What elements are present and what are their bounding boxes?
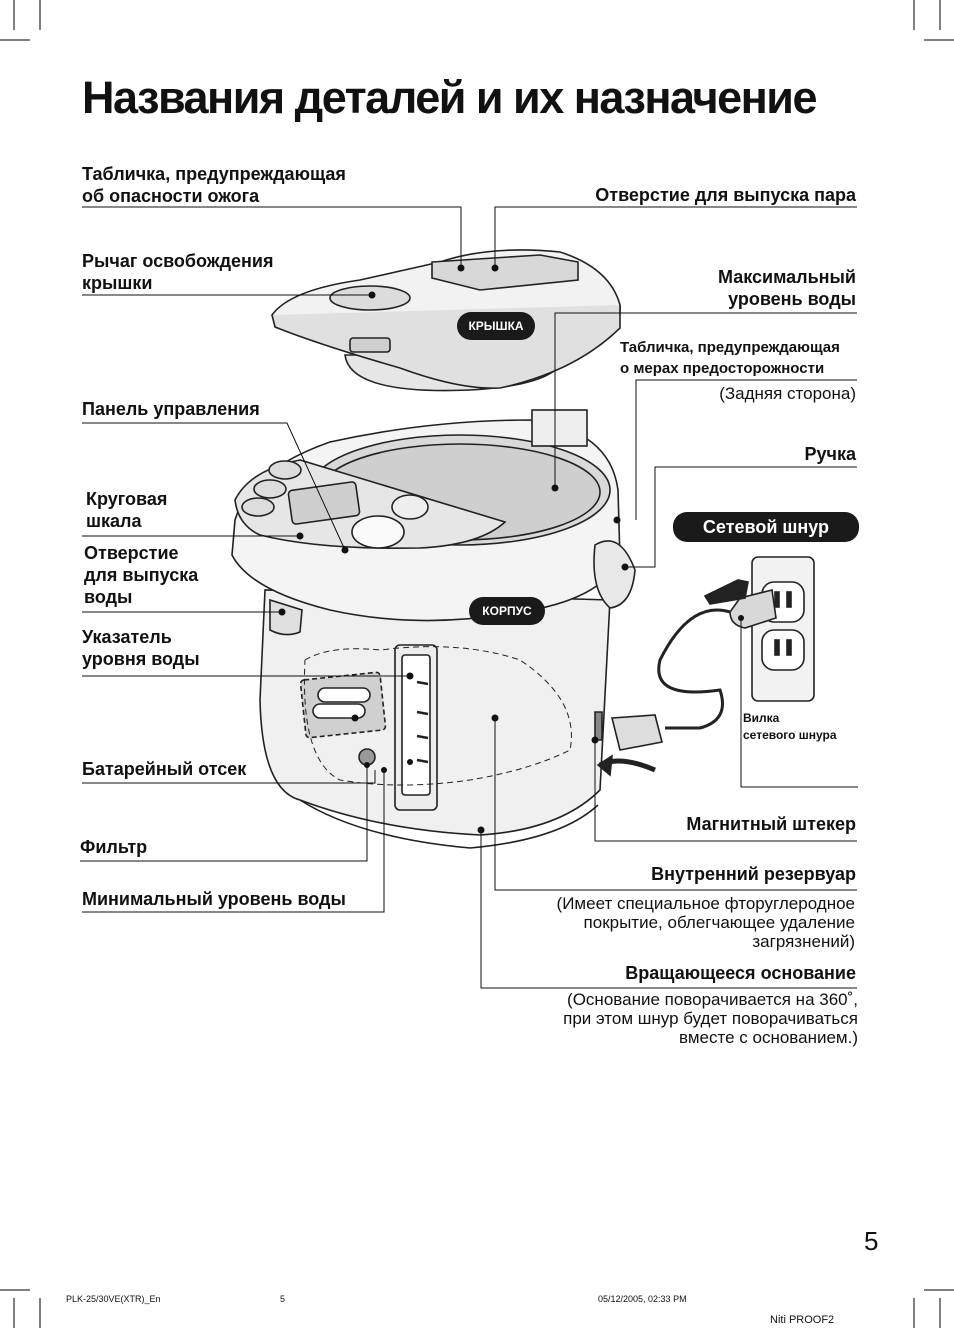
footer-proof: Niti PROOF2 xyxy=(770,1314,835,1326)
leader-dots xyxy=(278,264,744,834)
label-inner-container-note: (Имеет специальное фторуглеродное покрыт… xyxy=(556,894,855,951)
label-handle: Ручка xyxy=(804,444,857,464)
label-inner-container: Внутренний резервуар xyxy=(651,864,856,884)
label-rotating-base: Вращающееся основание xyxy=(625,963,856,983)
socket-drawing xyxy=(596,556,815,777)
leader-lines xyxy=(80,206,858,989)
label-burn-warning-plate: Табличка, предупреждающая об опасности о… xyxy=(82,164,346,206)
lid-badge: КРЫШКА xyxy=(457,312,535,340)
page-title: Названия деталей и их назначение xyxy=(82,72,818,123)
label-battery-compartment: Батарейный отсек xyxy=(82,759,247,779)
label-caution-plate: Табличка, предупреждающая о мерах предос… xyxy=(620,339,840,377)
page-number: 5 xyxy=(864,1226,879,1256)
label-steam-vent: Отверстие для выпуска пара xyxy=(595,185,856,205)
label-caution-plate-note: (Задняя сторона) xyxy=(719,384,856,403)
label-control-panel: Панель управления xyxy=(82,399,260,419)
label-lid-release-lever: Рычаг освобождения крышки xyxy=(82,251,274,293)
lid-drawing xyxy=(270,249,621,392)
label-water-outlet: Отверстие для выпуска воды xyxy=(84,543,199,607)
label-rotating-base-note: (Основание поворачивается на 360˚, при э… xyxy=(563,990,858,1047)
footer-date: 05/12/2005, 02:33 PM xyxy=(598,1294,687,1304)
label-max-water-level: Максимальный уровень воды xyxy=(718,267,856,309)
footer-page: 5 xyxy=(280,1294,286,1304)
label-dial: Круговая шкала xyxy=(86,489,168,531)
label-min-water-level: Минимальный уровень воды xyxy=(82,889,346,909)
footer-file: PLK-25/30VE(XTR)_En xyxy=(66,1294,161,1304)
label-water-gauge: Указатель уровня воды xyxy=(82,627,200,669)
body-badge: КОРПУС xyxy=(469,597,545,625)
label-plug: Вилка сетевого шнура xyxy=(743,711,837,742)
power-cord-badge: Сетевой шнур xyxy=(673,512,859,542)
label-magnetic-plug: Магнитный штекер xyxy=(686,814,856,834)
label-filter: Фильтр xyxy=(80,837,148,857)
body-drawing xyxy=(231,409,636,849)
